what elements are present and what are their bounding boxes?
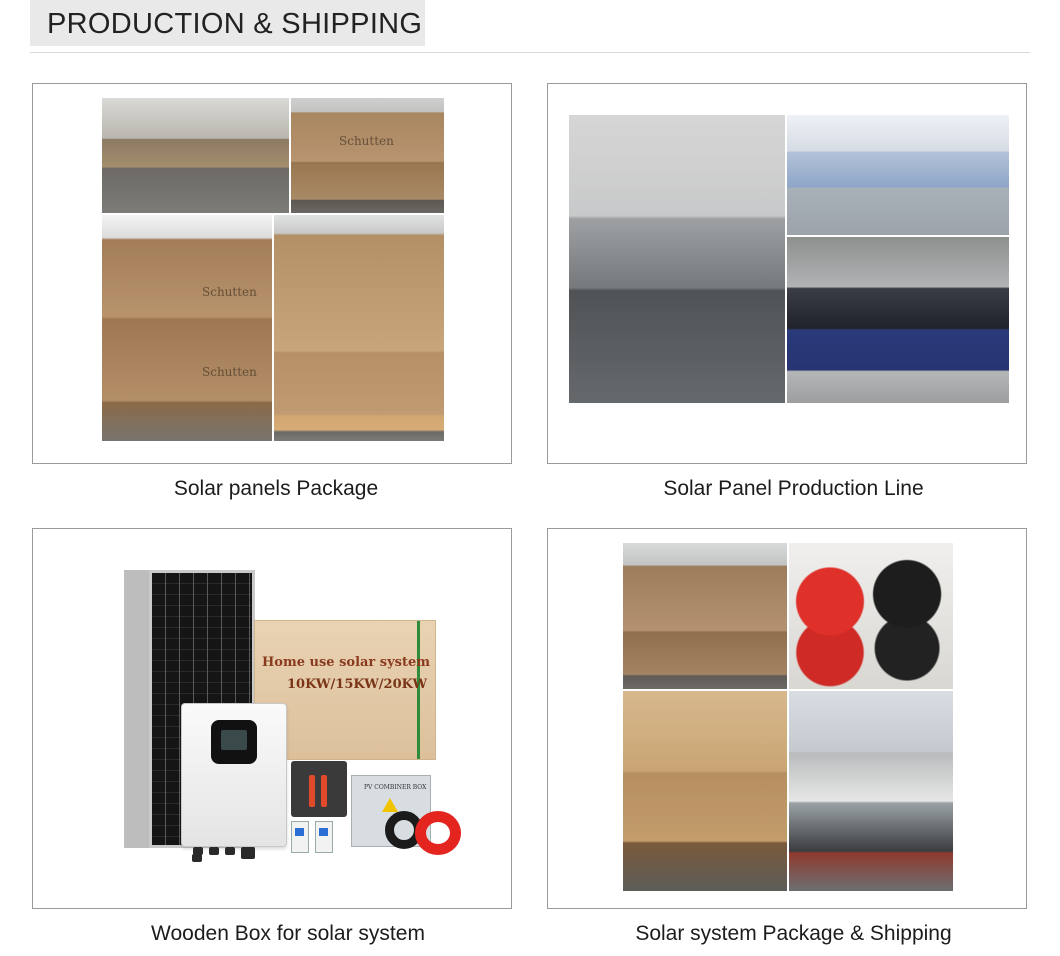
inverter-screen	[211, 720, 257, 764]
tool-kit	[291, 761, 347, 817]
crimping-tool	[309, 775, 315, 807]
panel-wooden-box: Home use solar system 10KW/15KW/20KW PV …	[32, 528, 512, 909]
inverter-connector	[209, 847, 219, 855]
brand-mark: Schutten	[339, 134, 394, 148]
panel-package-shipping	[547, 528, 1027, 909]
crimping-tool	[321, 775, 327, 807]
panel-production-line	[547, 83, 1027, 464]
green-strap	[417, 621, 420, 759]
hybrid-inverter	[181, 703, 287, 862]
photo-palletized-cartons	[623, 691, 787, 891]
panel-solar-panels-package: Schutten Schutten Schutten	[32, 83, 512, 464]
photo-production-machines	[787, 115, 1009, 235]
header-divider	[30, 52, 1030, 53]
inverter-connector	[192, 854, 202, 862]
photo-wrapped-pallet	[274, 215, 444, 441]
photo-panel-assembly	[787, 237, 1009, 403]
circuit-breaker	[315, 821, 333, 853]
photo-warehouse-cartons	[102, 98, 289, 213]
caption-wooden-box: Wooden Box for solar system	[151, 922, 425, 945]
brand-mark: Schutten	[202, 285, 257, 299]
caption-production-line: Solar Panel Production Line	[663, 477, 924, 500]
photo-cable-coils	[789, 543, 953, 689]
caption-package-shipping: Solar system Package & Shipping	[635, 922, 952, 945]
warning-icon	[382, 798, 398, 812]
caption-solar-panels-package: Solar panels Package	[173, 477, 379, 500]
wooden-box: Home use solar system 10KW/15KW/20KW	[254, 620, 436, 760]
circuit-breaker	[291, 821, 309, 853]
brand-mark: Schutten	[202, 365, 257, 379]
box-text-line1: Home use solar system	[262, 655, 431, 670]
inverter-connector	[225, 847, 235, 855]
photo-stacked-pallets: Schutten Schutten	[102, 215, 272, 441]
section-title: PRODUCTION & SHIPPING	[47, 8, 423, 40]
photo-packed-pallet: Schutten	[291, 98, 444, 213]
photo-packed-boxes	[623, 543, 787, 689]
inverter-display	[221, 730, 247, 750]
photo-factory-workers	[569, 115, 785, 403]
photo-container-truck	[789, 691, 953, 891]
red-cable-coil	[415, 811, 461, 855]
inverter-connector	[193, 847, 203, 855]
combiner-box-label: PV COMBINER BOX	[364, 784, 427, 791]
panel-stack-edge	[124, 570, 152, 848]
inverter-connector	[241, 847, 255, 859]
box-text-line2: 10KW/15KW/20KW	[287, 677, 428, 692]
section-header-tab	[30, 0, 425, 46]
